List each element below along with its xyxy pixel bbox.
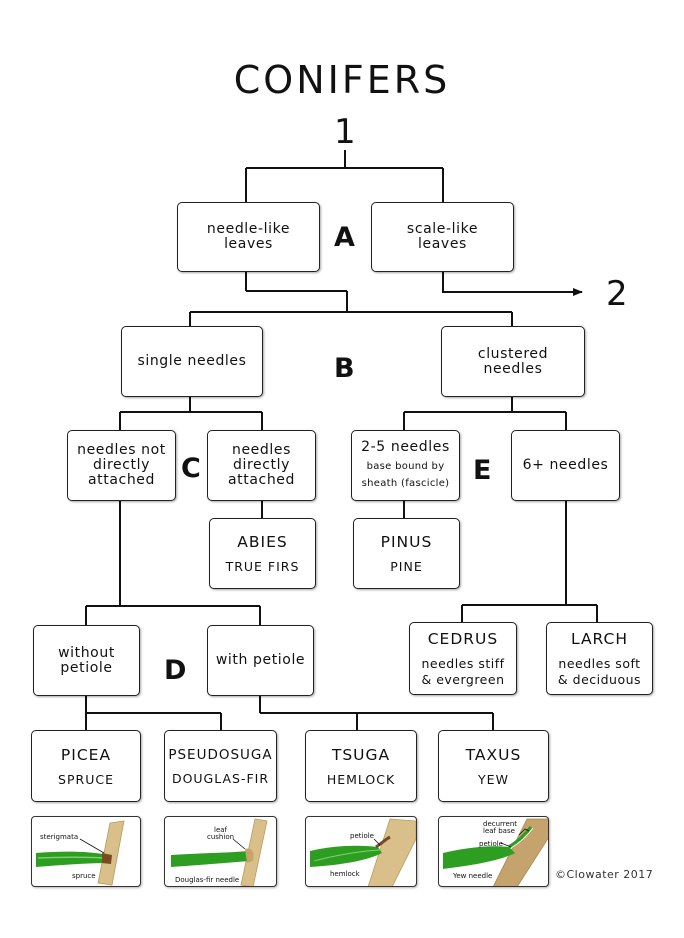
box-needles-directly-attached: needles directly attached	[207, 430, 316, 501]
illustration-caption: Douglas-fir needle	[175, 876, 240, 884]
key-letter-b: B	[334, 353, 355, 384]
box-abies: ABIES TRUE FIRS	[209, 518, 316, 589]
box-larch: LARCH needles soft & deciduous	[546, 622, 653, 695]
box-label: single needles	[137, 353, 247, 369]
genus-name: ABIES	[237, 533, 288, 551]
hemlock-needle-illustration: petiole hemlock	[305, 816, 417, 887]
genus-description: needles soft & deciduous	[557, 655, 642, 687]
part-label: decurrent leaf base	[483, 820, 518, 835]
part-label: petiole	[350, 832, 374, 840]
key-letter-c: C	[181, 453, 201, 484]
spruce-needle-illustration: sterigmata spruce	[31, 816, 141, 887]
genus-name: TSUGA	[331, 745, 391, 764]
box-label: needles directly attached	[227, 442, 295, 488]
box-note: base bound by sheath (fascicle)	[361, 460, 450, 489]
part-label: leaf cushion	[207, 826, 235, 841]
box-single-needles: single needles	[121, 326, 263, 397]
box-taxus: TAXUS YEW	[438, 730, 549, 802]
common-name: SPRUCE	[58, 771, 114, 787]
common-name: YEW	[478, 771, 509, 787]
box-label: 2-5 needles	[361, 438, 450, 455]
box-tsuga: TSUGA HEMLOCK	[305, 730, 417, 802]
page-title: CONIFERS	[233, 58, 451, 102]
genus-name: CEDRUS	[427, 629, 499, 648]
copyright-credit: ©Clowater 2017	[555, 868, 654, 881]
step-number-1: 1	[334, 112, 356, 152]
common-name: TRUE FIRS	[225, 559, 300, 574]
box-label: needle-like leaves	[206, 221, 291, 252]
douglas-fir-needle-illustration: leaf cushion Douglas-fir needle	[164, 816, 277, 887]
genus-name: PSEUDOSUGA	[168, 746, 273, 763]
illustration-caption: hemlock	[330, 870, 360, 878]
genus-name: PINUS	[380, 533, 433, 551]
key-letter-e: E	[473, 455, 492, 486]
part-label: sterigmata	[40, 833, 79, 841]
box-picea: PICEA SPRUCE	[31, 730, 141, 802]
yew-needle-illustration: decurrent leaf base petiole Yew needle	[438, 816, 549, 887]
box-needle-like-leaves: needle-like leaves	[177, 202, 320, 272]
box-needles-not-directly-attached: needles not directly attached	[67, 430, 176, 501]
step-number-2: 2	[606, 274, 628, 314]
box-cedrus: CEDRUS needles stiff & evergreen	[409, 622, 517, 695]
box-label: without petiole	[58, 644, 115, 676]
box-2-5-needles: 2-5 needles base bound by sheath (fascic…	[351, 430, 460, 501]
common-name: DOUGLAS-FIR	[171, 770, 270, 786]
box-with-petiole: with petiole	[207, 625, 314, 696]
box-label: scale-like leaves	[406, 221, 479, 252]
illustration-caption: Yew needle	[453, 872, 493, 880]
genus-name: PICEA	[60, 745, 112, 764]
box-label: needles not directly attached	[77, 442, 166, 488]
genus-name: TAXUS	[465, 745, 522, 764]
box-label: clustered needles	[477, 345, 549, 377]
illustration-caption: spruce	[72, 872, 96, 880]
box-6-plus-needles: 6+ needles	[511, 430, 620, 501]
box-pinus: PINUS PINE	[353, 518, 460, 589]
common-name: HEMLOCK	[326, 771, 396, 787]
part-label-2: petiole	[479, 840, 503, 848]
box-label: with petiole	[215, 652, 306, 668]
key-letter-a: A	[334, 222, 355, 253]
box-pseudosuga: PSEUDOSUGA DOUGLAS-FIR	[164, 730, 277, 802]
box-without-petiole: without petiole	[33, 625, 140, 696]
genus-name: LARCH	[570, 629, 629, 648]
box-scale-like-leaves: scale-like leaves	[371, 202, 514, 272]
box-label: 6+ needles	[522, 457, 609, 473]
key-letter-d: D	[164, 655, 187, 686]
genus-description: needles stiff & evergreen	[421, 655, 505, 687]
box-clustered-needles: clustered needles	[441, 326, 585, 397]
common-name: PINE	[390, 559, 423, 574]
